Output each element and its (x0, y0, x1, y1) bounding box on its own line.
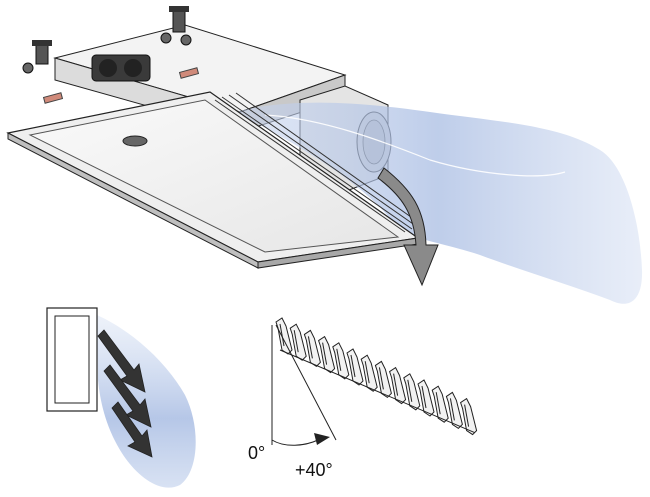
louver-blade-edge (364, 361, 370, 384)
louver-base-rail (279, 349, 475, 434)
valve-left (22, 40, 64, 104)
curved-down-arrow-icon (377, 167, 439, 287)
down-right-arrow-icon (103, 364, 152, 428)
louver-blade (374, 360, 392, 399)
louver-blade-edge (435, 392, 441, 415)
louver-blade (289, 323, 307, 361)
louver-blade-edge (322, 342, 328, 365)
louver-blade (403, 373, 421, 411)
louver-blade-edge (464, 404, 470, 427)
angle-arc (271, 439, 319, 446)
louver-blade-edge (279, 323, 285, 347)
louver-blade-edge (378, 367, 384, 390)
louver-blade (346, 348, 364, 386)
angle-arrow-head (314, 433, 330, 445)
louver-blade-edge (293, 330, 299, 353)
louver-blade (275, 317, 293, 355)
angle-label-start: 0° (248, 443, 265, 463)
louver-blade (360, 354, 378, 392)
louver-blade (332, 342, 350, 380)
ceiling-unit (6, 6, 643, 304)
louver-blade (417, 379, 435, 417)
angle-reference-line-40 (275, 324, 337, 441)
louver-blade-edge (393, 373, 399, 396)
side-discharge-detail (46, 307, 196, 488)
window-frame-inner (54, 315, 90, 404)
louver-row (275, 317, 478, 436)
discharge-grille (214, 92, 419, 233)
louver-blade (460, 397, 478, 436)
down-right-arrow-icon (111, 401, 153, 458)
louver-blade-edge (407, 379, 413, 402)
louver-blade-edge (421, 385, 427, 409)
louver-blade-edge (307, 336, 313, 359)
louver-blade-edge (449, 398, 455, 421)
louver-blade-edge (350, 354, 356, 378)
down-right-arrow-icon (97, 329, 146, 393)
airflow-arrows (97, 329, 153, 458)
louver-blade (445, 391, 463, 430)
valve-right (160, 6, 200, 79)
airflow-plume (235, 102, 643, 304)
louver-blade (318, 335, 336, 374)
louver-blade-edge (336, 348, 342, 371)
ceiling-panel-face (28, 99, 400, 253)
brand-badge (122, 135, 148, 147)
louver-blade (431, 385, 449, 423)
louver-blade (389, 366, 407, 405)
louver-angle-detail: 0° +40° (248, 317, 478, 480)
louver-blade (303, 329, 321, 368)
angle-label-end: +40° (295, 460, 333, 480)
